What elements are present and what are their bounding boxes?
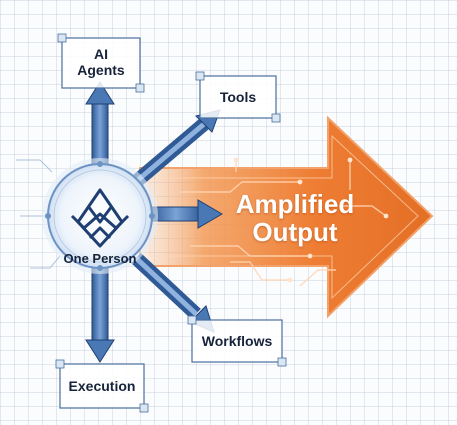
tools-label: Tools bbox=[219, 89, 257, 105]
box-workflows bbox=[187, 315, 287, 367]
box-execution bbox=[55, 359, 149, 413]
arrow-to-execution bbox=[85, 261, 115, 363]
execution-label: Execution bbox=[68, 378, 136, 394]
box-ai-agents bbox=[57, 33, 145, 93]
output-text: Output bbox=[252, 217, 338, 247]
diamond-knot-icon bbox=[70, 188, 130, 248]
ai-agents-label: AI Agents bbox=[77, 46, 125, 78]
amplified-output-arrow bbox=[139, 115, 434, 319]
amplified-output-title: Amplified Output bbox=[220, 190, 370, 246]
workflows-label: Workflows bbox=[201, 333, 273, 349]
center-circle bbox=[42, 158, 158, 274]
arrow-to-ai-agents bbox=[85, 81, 115, 171]
box-tools bbox=[195, 71, 281, 123]
one-person-label: One Person bbox=[63, 251, 137, 266]
amplified-text: Amplified bbox=[235, 189, 355, 219]
arrow-to-output bbox=[149, 199, 223, 229]
